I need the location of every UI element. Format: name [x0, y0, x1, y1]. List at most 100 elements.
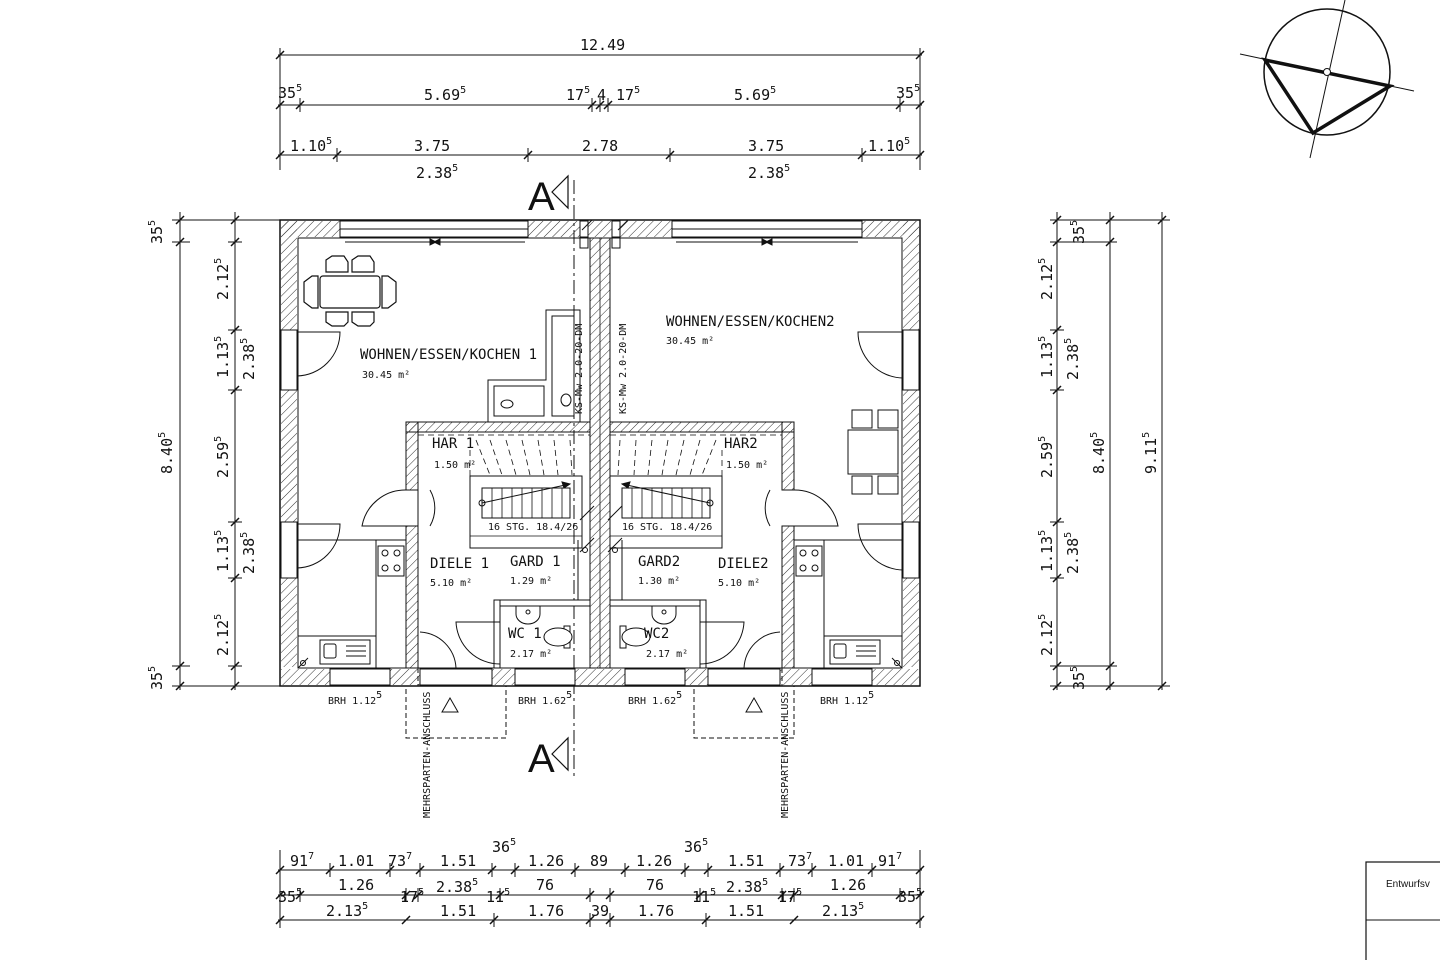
- dim-left-overall: 8.405: [157, 432, 176, 474]
- windows-top: [339, 220, 863, 238]
- dim-top-2-1: 5.695: [424, 85, 466, 104]
- dim-bot-1-3: 1.51: [440, 852, 476, 870]
- room-name-wek1: WOHNEN/ESSEN/KOCHEN 1: [360, 347, 537, 363]
- dim-bot-3-1: 1.51: [440, 902, 476, 920]
- wall-label-left: KS-Mw 2.0-20-DM: [574, 324, 585, 414]
- dim-left-0: 355: [147, 220, 166, 244]
- room-name-har2: HAR2: [724, 436, 758, 452]
- dim-bot-1-9: 1.51: [728, 852, 764, 870]
- sill-3: BRH 1.625: [628, 690, 682, 707]
- dim-bot-2-6: 76: [646, 876, 664, 894]
- dim-left-1: 2.125: [213, 258, 232, 300]
- sofa-left: [487, 309, 581, 423]
- wc-fixtures: [515, 605, 677, 649]
- dim-right-5: 1.135: [1037, 530, 1056, 572]
- sill-4: BRH 1.125: [820, 690, 874, 707]
- room-name-wc2: WC2: [644, 626, 669, 642]
- dim-bot-2-11: 355: [898, 887, 922, 906]
- north-arrow-icon: [1239, 0, 1415, 159]
- room-area-diele1: 5.10 m²: [430, 578, 472, 589]
- dim-left-8: 355: [147, 666, 166, 690]
- dim-bot-2-0: 355: [278, 887, 302, 906]
- dim-bot-1-7: 1.26: [636, 852, 672, 870]
- sill-1: BRH 1.125: [328, 690, 382, 707]
- dim-top-2-2: 175: [566, 85, 590, 104]
- dining-table-right: [847, 409, 899, 495]
- sliding-arrows: [345, 238, 858, 246]
- room-name-har1: HAR 1: [432, 436, 474, 452]
- dim-left-4: 2.595: [213, 436, 232, 478]
- dim-bot-1-2: 737: [388, 851, 412, 870]
- right-dimension-texts: 8.405 9.115 355 2.125 1.135 2.385 2.595 …: [1037, 220, 1160, 690]
- left-dimensions: [172, 212, 290, 691]
- room-name-wek2: WOHNEN/ESSEN/KOCHEN2: [666, 314, 835, 330]
- dim-bot-2-8: 2.385: [726, 877, 768, 896]
- room-labels: WOHNEN/ESSEN/KOCHEN 1 30.45 m² WOHNEN/ES…: [360, 314, 835, 660]
- dim-right-2: 1.135: [1037, 336, 1056, 378]
- dim-top-3-3: 3.75: [748, 137, 784, 155]
- dim-bot-1-1: 1.01: [338, 852, 374, 870]
- left-dimension-texts: 8.405 355 2.125 1.135 2.385 2.595 1.135 …: [147, 220, 258, 690]
- wall-markers: [297, 219, 903, 669]
- dim-bot-2-1: 1.26: [338, 876, 374, 894]
- dim-bot-1-6: 89: [590, 852, 608, 870]
- windows-bottom: [329, 668, 873, 686]
- side-openings: [280, 329, 920, 579]
- dim-bot-3-6: 2.135: [822, 901, 864, 920]
- dim-right-8: 355: [1069, 666, 1088, 690]
- room-name-gard1: GARD 1: [510, 554, 561, 570]
- room-area-har1: 1.50 m²: [434, 460, 476, 471]
- dim-right-3: 2.385: [1063, 338, 1082, 380]
- dim-right-0: 355: [1069, 220, 1088, 244]
- stair-label-left: 16 STG. 18.4/26: [488, 522, 578, 533]
- svg-text:A: A: [528, 737, 555, 781]
- dim-bot-2-9: 175: [778, 887, 802, 906]
- dim-top-2-0: 355: [278, 83, 302, 102]
- dim-top-2-3: 4: [597, 86, 606, 104]
- dim-left-3: 2.385: [239, 338, 258, 380]
- staircase-right: [609, 434, 782, 549]
- dim-bot-1-0: 917: [290, 851, 314, 870]
- room-name-diele1: DIELE 1: [430, 556, 489, 572]
- dim-bot-1-5: 1.26: [528, 852, 564, 870]
- dim-right-1: 2.125: [1037, 258, 1056, 300]
- room-area-wc2: 2.17 m²: [646, 649, 688, 660]
- room-name-diele2: DIELE2: [718, 556, 769, 572]
- dim-left-7: 2.125: [213, 614, 232, 656]
- wall-label-right: KS-Mw 2.0-20-DM: [618, 324, 629, 414]
- title-block-text: Entwurfsv: [1386, 879, 1430, 890]
- room-area-har2: 1.50 m²: [726, 460, 768, 471]
- dim-left-6: 2.385: [239, 532, 258, 574]
- dim-top-2-4: 175: [616, 85, 640, 104]
- dim-overall-width: 12.49: [580, 36, 625, 54]
- dim-bot-1-12: 917: [878, 851, 902, 870]
- title-block: Entwurfsv: [1365, 861, 1440, 960]
- dim-bot-2-4: 115: [486, 887, 510, 906]
- dim-top-3b-1: 2.385: [748, 163, 790, 182]
- dim-bot-2-7: 115: [692, 887, 716, 906]
- dim-top-3-4: 1.105: [868, 136, 910, 155]
- dim-right-7: 2.125: [1037, 614, 1056, 656]
- top-dimension-texts: 12.49 355 5.695 175 4 175 5.695 355 1.10…: [278, 36, 920, 182]
- sill-2: BRH 1.625: [518, 690, 572, 707]
- dim-top-3-0: 1.105: [290, 136, 332, 155]
- dim-bot-1-11: 1.01: [828, 852, 864, 870]
- dim-bot-3-4: 1.76: [638, 902, 674, 920]
- dim-left-2: 1.135: [213, 336, 232, 378]
- dim-bot-2-2: 175: [400, 887, 424, 906]
- dim-right-overall-2: 9.115: [1141, 432, 1160, 474]
- right-dimensions: [1050, 212, 1170, 691]
- dim-bot-2-5: 76: [536, 876, 554, 894]
- room-area-diele2: 5.10 m²: [718, 578, 760, 589]
- staircase-left: [418, 434, 590, 549]
- utility-connections: [405, 580, 795, 739]
- dim-right-4: 2.595: [1037, 436, 1056, 478]
- room-area-wek2: 30.45 m²: [666, 336, 714, 347]
- utility-label-left: MEHRSPARTEN-ANSCHLUSS: [422, 692, 433, 818]
- dim-bot-1-4: 365: [492, 837, 516, 856]
- dim-bot-3-2: 1.76: [528, 902, 564, 920]
- kitchen-right: [793, 539, 903, 669]
- dim-top-2-6: 355: [896, 83, 920, 102]
- dim-bot-3-3: 39: [591, 902, 609, 920]
- room-area-gard2: 1.30 m²: [638, 576, 680, 587]
